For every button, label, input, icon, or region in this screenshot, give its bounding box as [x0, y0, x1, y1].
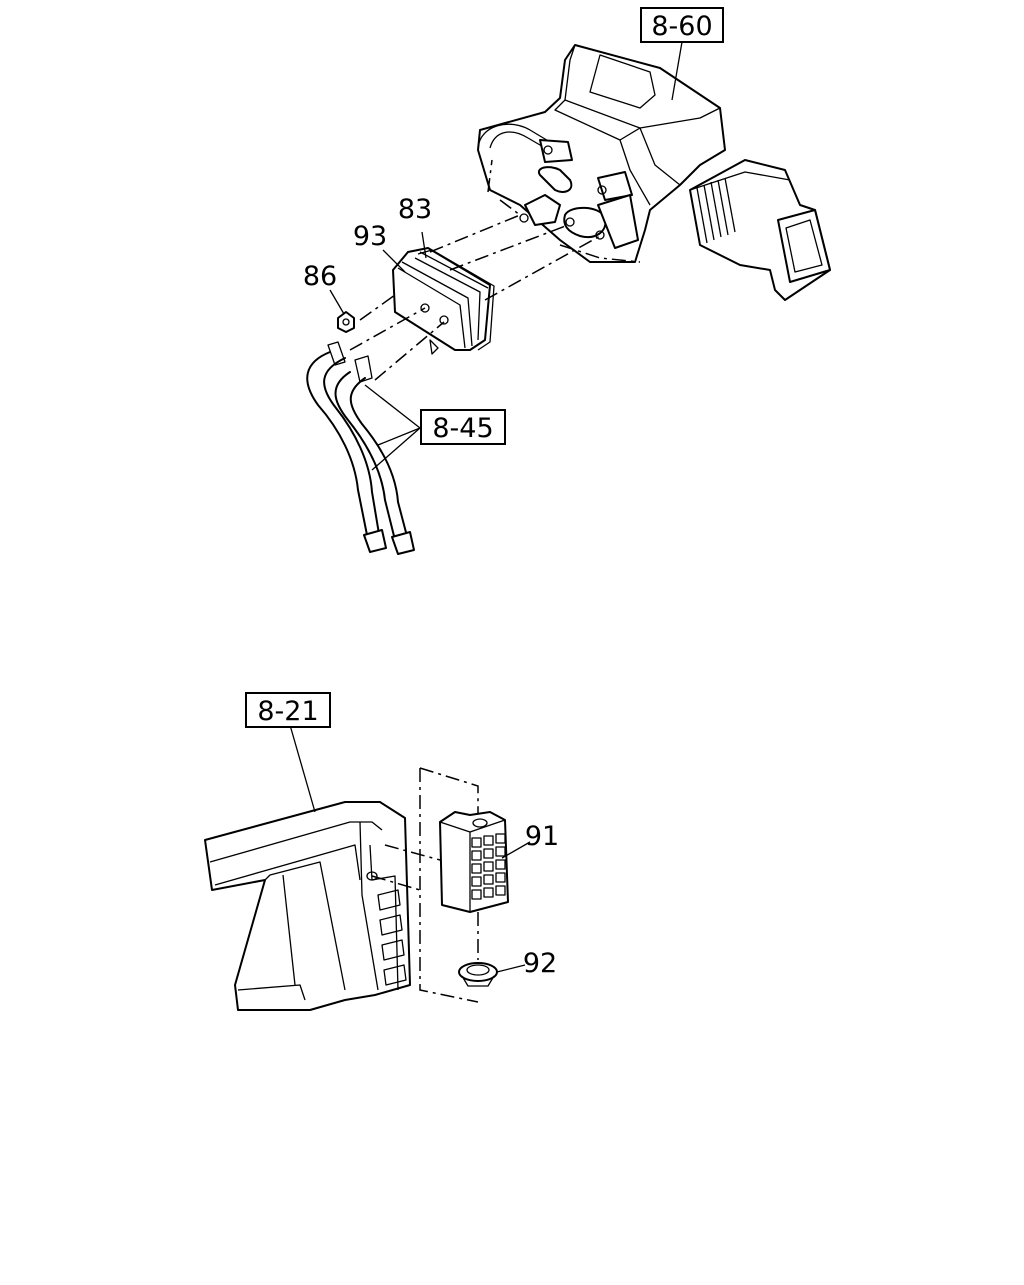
heater-core	[392, 247, 491, 355]
part-label-91: 91	[525, 821, 559, 852]
leader-lines-top	[329, 41, 683, 471]
drain-filter-91	[439, 811, 509, 913]
ref-box-8-45: 8-45	[420, 409, 506, 445]
air-duct	[689, 159, 831, 301]
grommet-92	[458, 962, 498, 987]
alignment-lines-bottom	[371, 767, 479, 1003]
part-label-93: 93	[353, 221, 387, 252]
ref-label-8-21: 8-21	[257, 696, 318, 727]
part-label-83: 83	[398, 194, 432, 225]
ref-box-8-21: 8-21	[245, 692, 331, 728]
ref-label-8-45: 8-45	[432, 413, 493, 444]
ref-label-8-60: 8-60	[651, 11, 712, 42]
core-seal	[417, 249, 495, 351]
housing-section	[204, 801, 411, 1011]
part-label-92: 92	[523, 948, 557, 979]
heater-unit-housing	[477, 44, 726, 263]
heater-hoses	[306, 341, 415, 555]
alignment-lines-top	[349, 214, 601, 381]
leader-lines-bottom	[289, 724, 531, 973]
nut-86	[337, 311, 355, 333]
part-label-86: 86	[303, 261, 337, 292]
ref-box-8-60: 8-60	[640, 7, 724, 43]
